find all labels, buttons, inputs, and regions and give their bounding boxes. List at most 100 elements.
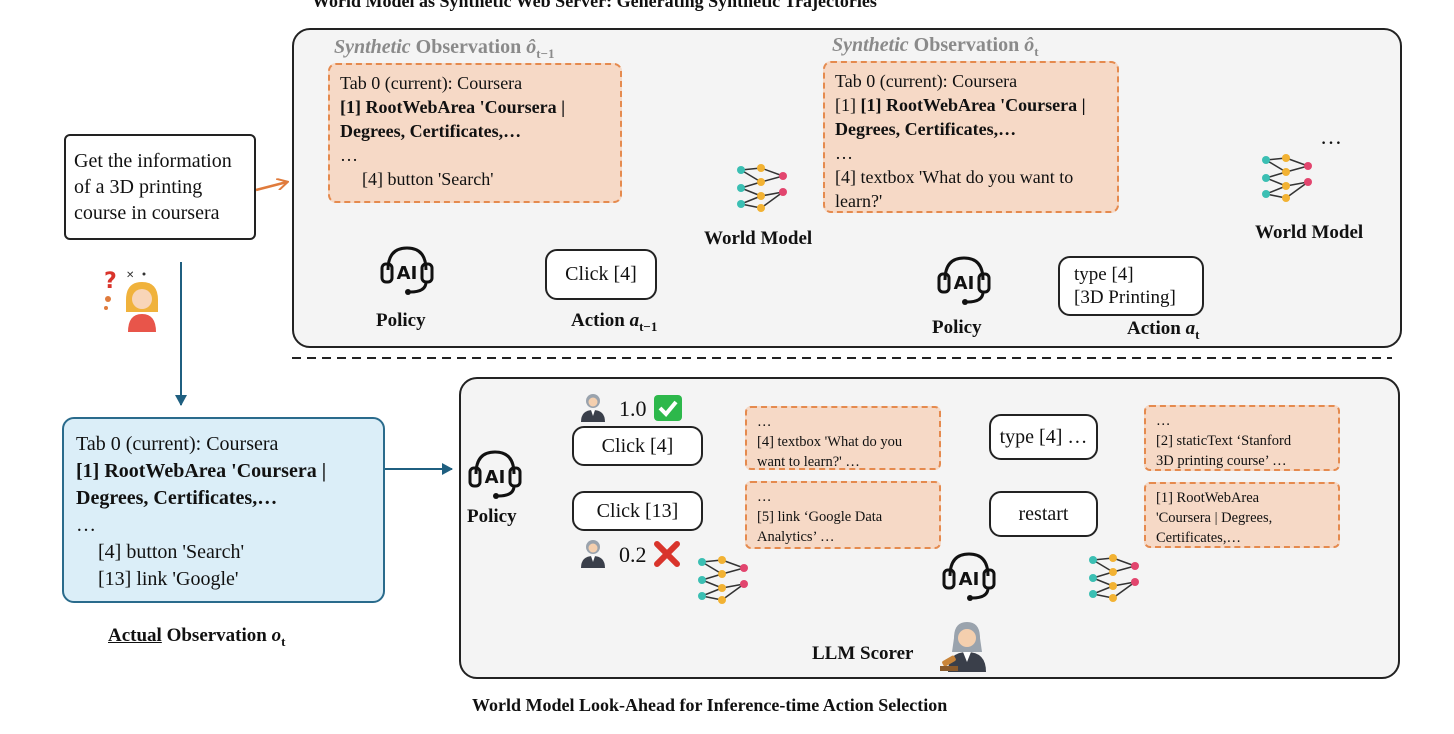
label-sub: t−1 <box>536 46 555 61</box>
action-sub: t <box>1195 326 1200 342</box>
ai-text: AI <box>397 263 418 284</box>
label-rest: Observation <box>166 625 267 646</box>
score-good: 1.0 <box>619 396 647 421</box>
synthetic-obs-curr-label: Synthetic Observation ôt <box>832 34 1039 60</box>
obs-line: … <box>1156 413 1171 429</box>
action-word: Action <box>1127 318 1181 339</box>
label-symbol: ô <box>1024 34 1035 56</box>
policy-ai-icon: AI <box>937 256 991 305</box>
obs-line: … <box>757 489 772 505</box>
judge-icon <box>940 622 986 672</box>
arrow-task-to-top <box>255 182 287 192</box>
obs-line: Analytics’ … <box>757 529 835 545</box>
action-symbol: a <box>1185 318 1196 339</box>
obs-line: Degrees, Certificates,… <box>76 487 278 509</box>
action-word: Action <box>571 310 625 331</box>
world-model-icon <box>737 164 787 212</box>
obs-line: [5] link ‘Google Data <box>757 509 883 525</box>
obs-line: [2] staticText ‘Stanford <box>1156 433 1292 449</box>
synthetic-obs-curr: Tab 0 (current): Coursera [1] [1] RootWe… <box>823 61 1119 213</box>
label-sub: t <box>281 633 286 649</box>
label-sub: t <box>1034 44 1039 59</box>
policy-ai-icon: AI <box>380 246 434 295</box>
llm-scorer-label: LLM Scorer <box>812 643 914 664</box>
action-curr-label: Action at <box>1127 318 1199 343</box>
label-underlined: Actual <box>108 625 162 646</box>
confused-person-icon: ? ✕ <box>104 269 158 332</box>
obs-line: [4] button 'Search' <box>98 541 245 563</box>
next-action-2: restart <box>989 491 1098 537</box>
obs-line: … <box>835 143 853 163</box>
actual-obs: Tab 0 (current): Coursera [1] RootWebAre… <box>62 417 385 603</box>
label-symbol: ô <box>526 36 537 58</box>
action-sub: t−1 <box>639 318 658 334</box>
obs-line: Tab 0 (current): Coursera <box>76 433 279 455</box>
label-italic: Synthetic <box>832 34 909 56</box>
cross-icon <box>654 541 680 567</box>
svg-text:✕: ✕ <box>126 270 134 281</box>
top-title: World Model as Synthetic Web Server: Gen… <box>312 0 877 11</box>
judge-icon <box>581 394 605 422</box>
obs-line: … <box>340 145 358 165</box>
action-line: type [4] <box>1074 264 1134 285</box>
check-icon <box>654 395 682 421</box>
label-rest: Observation <box>913 34 1020 56</box>
result-obs-2: [1] RootWebArea 'Coursera | Degrees, Cer… <box>1144 482 1340 548</box>
obs-line: Tab 0 (current): Coursera <box>340 73 523 93</box>
obs-line: [4] textbox 'What do you <box>757 434 903 450</box>
candidate-action-1: Click [4] <box>572 426 703 466</box>
task-box: Get the information of a 3D printing cou… <box>64 134 256 240</box>
obs-line: … <box>76 514 96 536</box>
bottom-title: World Model Look-Ahead for Inference-tim… <box>472 695 948 715</box>
obs-line: Degrees, Certificates,… <box>340 121 522 141</box>
obs-line: Tab 0 (current): Coursera <box>835 71 1018 91</box>
world-model-icon <box>1262 154 1312 202</box>
actual-obs-label: Actual Observation ot <box>108 625 285 650</box>
next-action-1: type [4] … <box>989 414 1098 460</box>
obs-line: 3D printing course’ … <box>1156 453 1287 469</box>
obs-line: [4] textbox 'What do you want to learn?' <box>835 167 1074 211</box>
action-symbol: a <box>629 310 640 331</box>
obs-line: [1] RootWebArea <box>1156 490 1260 506</box>
policy-ai-icon: AI <box>942 552 996 601</box>
ai-text: AI <box>485 467 506 488</box>
ai-text: AI <box>959 569 980 590</box>
candidate-action-2: Click [13] <box>572 491 703 531</box>
world-model-icon <box>698 556 748 604</box>
obs-line: Degrees, Certificates,… <box>835 119 1017 139</box>
world-model-label: World Model <box>1255 222 1364 243</box>
obs-line: [13] link 'Google' <box>98 568 239 590</box>
obs-line: want to learn?' … <box>757 454 860 470</box>
obs-line: … <box>757 414 772 430</box>
obs-line: [1] RootWebArea 'Coursera | <box>860 95 1086 115</box>
policy-label: Policy <box>467 506 517 527</box>
predicted-obs-1: … [4] textbox 'What do you want to learn… <box>745 406 941 470</box>
result-obs-1: … [2] staticText ‘Stanford 3D printing c… <box>1144 405 1340 471</box>
ai-text: AI <box>954 273 975 294</box>
label-rest: Observation <box>415 36 522 58</box>
obs-line: [1] RootWebArea 'Coursera | <box>340 97 566 117</box>
synthetic-obs-prev-label: Synthetic Observation ôt−1 <box>334 36 554 62</box>
score-bad: 0.2 <box>619 542 647 567</box>
action-line: [3D Printing] <box>1074 287 1176 308</box>
obs-line-plain: [1] <box>835 95 861 115</box>
action-prev-box: Click [4] <box>545 249 657 300</box>
predicted-obs-2: … [5] link ‘Google Data Analytics’ … <box>745 481 941 549</box>
judge-icon <box>581 540 605 568</box>
policy-label: Policy <box>376 310 426 331</box>
label-symbol: o <box>271 625 282 646</box>
obs-line: [4] button 'Search' <box>362 169 494 189</box>
policy-ai-icon: AI <box>468 450 522 499</box>
action-prev-label: Action at−1 <box>571 310 657 335</box>
label-italic: Synthetic <box>334 36 411 58</box>
action-curr-box: type [4] [3D Printing] <box>1058 256 1204 316</box>
svg-text:?: ? <box>104 269 117 294</box>
synthetic-obs-prev: Tab 0 (current): Coursera [1] RootWebAre… <box>328 63 622 203</box>
world-model-icon <box>1089 554 1139 602</box>
continuation-ellipsis: … <box>1320 124 1342 149</box>
obs-line: 'Coursera | Degrees, <box>1156 510 1273 526</box>
world-model-label: World Model <box>704 228 813 249</box>
policy-label: Policy <box>932 317 982 338</box>
obs-line: [1] RootWebArea 'Coursera | <box>76 460 327 482</box>
obs-line: Certificates,… <box>1156 530 1241 546</box>
